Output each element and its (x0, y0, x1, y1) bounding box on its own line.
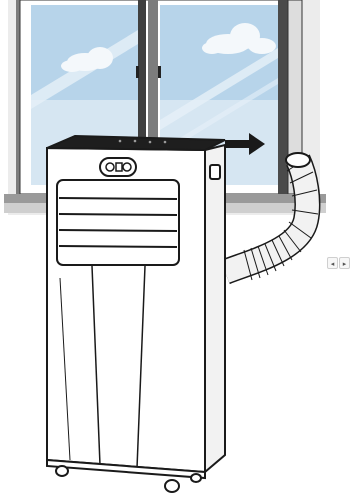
window-handle-left (136, 66, 139, 78)
image-nav-arrows: ◂ ▸ (327, 256, 350, 270)
louver-grille (57, 180, 179, 265)
next-arrow-button[interactable]: ▸ (339, 257, 350, 269)
ac-unit (47, 136, 225, 478)
control-panel-icon (100, 158, 136, 176)
side-handle (210, 165, 220, 179)
window-handle-right (158, 66, 161, 78)
prev-arrow-button[interactable]: ◂ (327, 257, 338, 269)
